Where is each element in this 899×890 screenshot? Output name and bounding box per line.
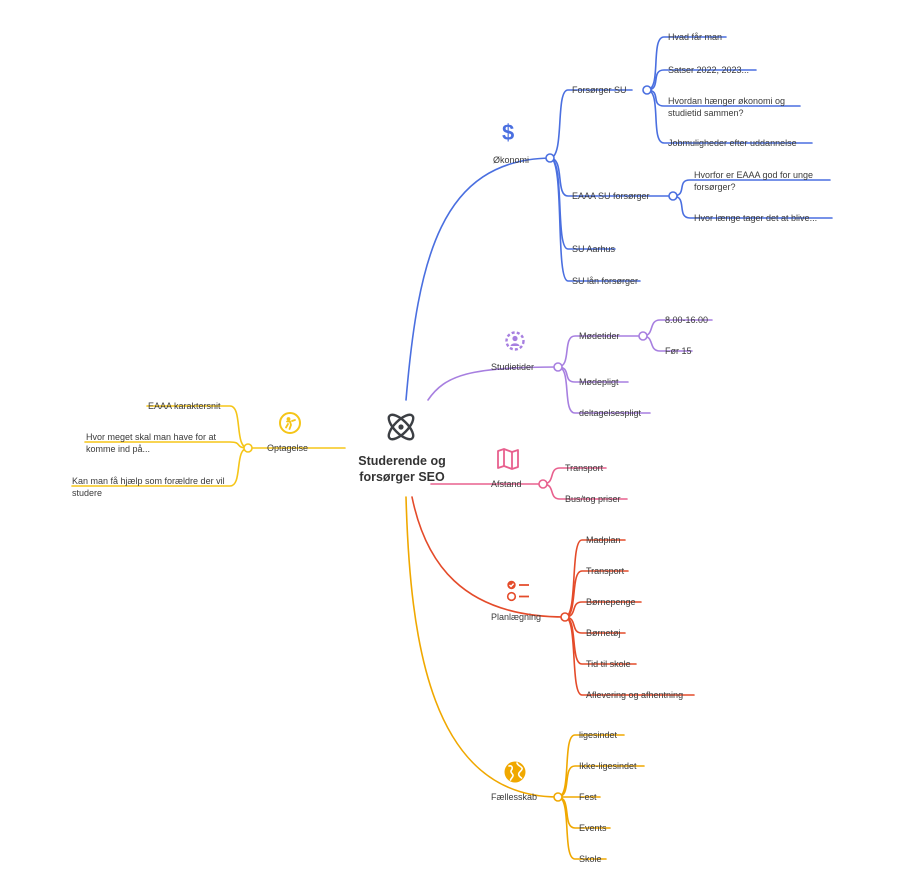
checklist-icon (506, 580, 532, 602)
branch-oekonomi[interactable]: Økonomi (493, 155, 530, 165)
node-su-aarhus[interactable]: SU Aarhus (572, 244, 616, 254)
node-satser[interactable]: Satser 2022, 2023... (668, 65, 750, 75)
node-hvad-faar-man[interactable]: Hvad får man (668, 32, 723, 42)
atom-icon (382, 408, 420, 446)
edge-oekonomi (405, 157, 551, 401)
node-hjaelp-foraeldre[interactable]: Kan man få hjælp som forældre der vil st… (72, 476, 225, 498)
map-icon (496, 447, 520, 471)
central-topic[interactable]: Studerende og forsørger SEO (358, 454, 446, 484)
worker-gear-icon (504, 330, 526, 352)
edge-faellesskab (405, 496, 559, 798)
node-forsorger-su[interactable]: Forsørger SU (572, 85, 627, 95)
node-skole[interactable]: Skole (579, 854, 602, 864)
node-boernetoej[interactable]: Børnetøj (586, 628, 621, 638)
node-hvorfor-eaaa[interactable]: Hvorfor er EAAA god for unge forsørger? (694, 170, 814, 192)
branch-afstand[interactable]: Afstand (491, 479, 522, 489)
node-afstand-transport[interactable]: Transport (565, 463, 604, 473)
node-madplan[interactable]: Madplan (586, 535, 621, 545)
node-oekonomi-studietid[interactable]: Hvordan hænger økonomi og studietid samm… (668, 96, 786, 118)
node-fest[interactable]: Fest (579, 792, 597, 802)
node-tid-til-skole[interactable]: Tid til skole (586, 659, 631, 669)
edge-planlaegning (411, 496, 566, 618)
node-eaaa-su[interactable]: EAAA SU forsørger (572, 191, 650, 201)
branch-optagelse[interactable]: Optagelse (267, 443, 309, 453)
node-hvor-meget[interactable]: Hvor meget skal man have for at komme in… (86, 432, 217, 454)
node-aflevering[interactable]: Aflevering og afhentning (586, 690, 684, 700)
node-ligesindet[interactable]: ligesindet (579, 730, 618, 740)
branch-studietider[interactable]: Studietider (491, 362, 535, 372)
branch-faellesskab[interactable]: Fællesskab (491, 792, 538, 802)
dollar-icon: $ (502, 120, 515, 145)
node-moedetider[interactable]: Mødetider (579, 331, 620, 341)
node-tid-8-16[interactable]: 8.00-16.00 (665, 315, 709, 325)
node-hvor-laenge[interactable]: Hvor længe tager det at blive... (694, 213, 818, 223)
node-ikke-ligesindet[interactable]: Ikke-ligesindet (579, 761, 637, 771)
globe-icon (503, 760, 527, 784)
branch-planlaegning[interactable]: Planlægning (491, 612, 542, 622)
node-plan-transport[interactable]: Transport (586, 566, 625, 576)
node-su-laan[interactable]: SU lån forsørger (572, 276, 639, 286)
node-events[interactable]: Events (579, 823, 607, 833)
edge-studietider (427, 366, 559, 401)
node-jobmuligheder[interactable]: Jobmuligheder efter uddannelse (668, 138, 797, 148)
node-boernepenge[interactable]: Børnepenge (586, 597, 636, 607)
node-foer-15[interactable]: Før 15 (665, 346, 692, 356)
node-moedepligt[interactable]: Mødepligt (579, 377, 619, 387)
node-bus-tog[interactable]: Bus/tog priser (565, 494, 621, 504)
node-karaktersnit[interactable]: EAAA karaktersnit (148, 401, 221, 411)
person-door-icon (278, 411, 302, 435)
node-deltagelsespligt[interactable]: deltagelsespligt (579, 408, 642, 418)
